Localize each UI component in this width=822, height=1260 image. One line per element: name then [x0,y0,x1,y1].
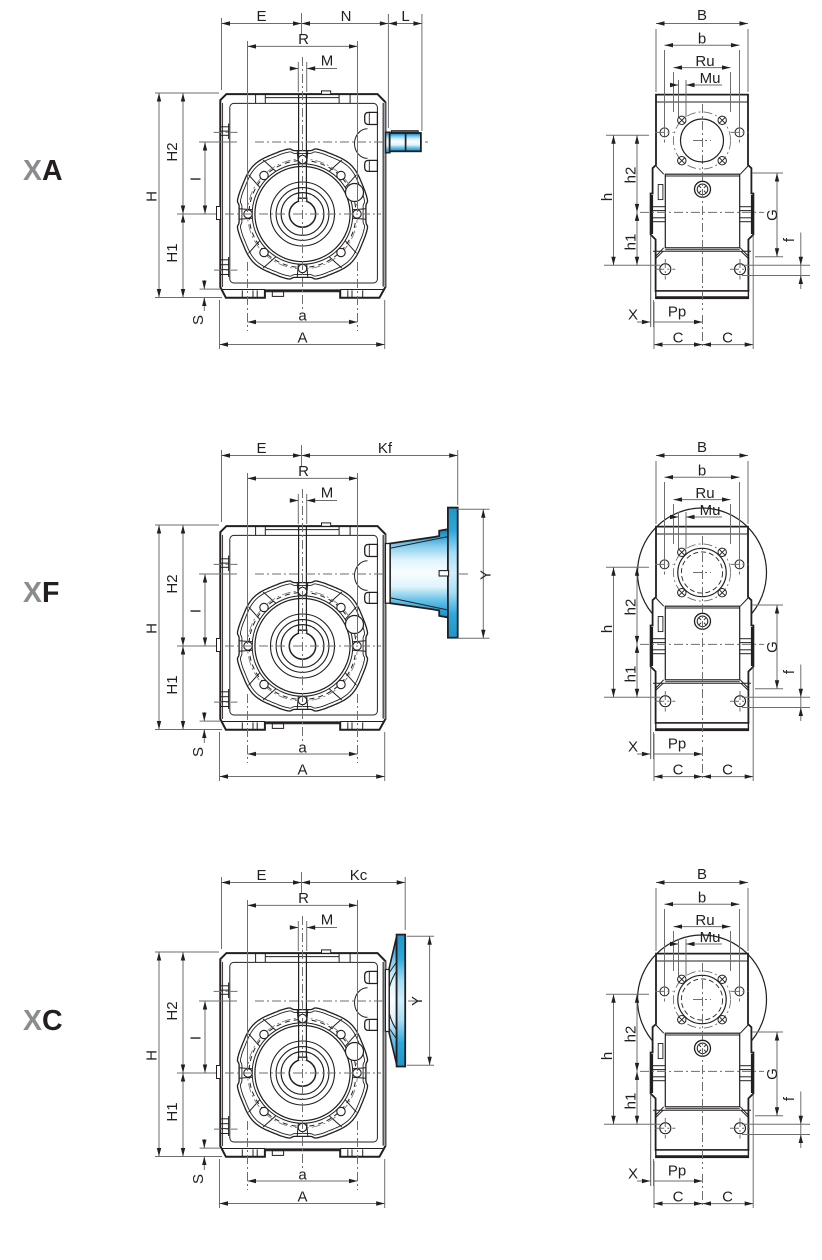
svg-text:Y: Y [409,996,426,1006]
svg-text:XF: XF [23,577,59,609]
svg-text:Kc: Kc [350,867,368,884]
svg-text:N: N [341,8,352,25]
svg-text:XA: XA [23,155,63,187]
svg-text:Kf: Kf [378,440,393,457]
svg-text:Y: Y [478,570,495,580]
svg-text:XC: XC [23,1005,63,1037]
svg-text:L: L [401,8,409,25]
